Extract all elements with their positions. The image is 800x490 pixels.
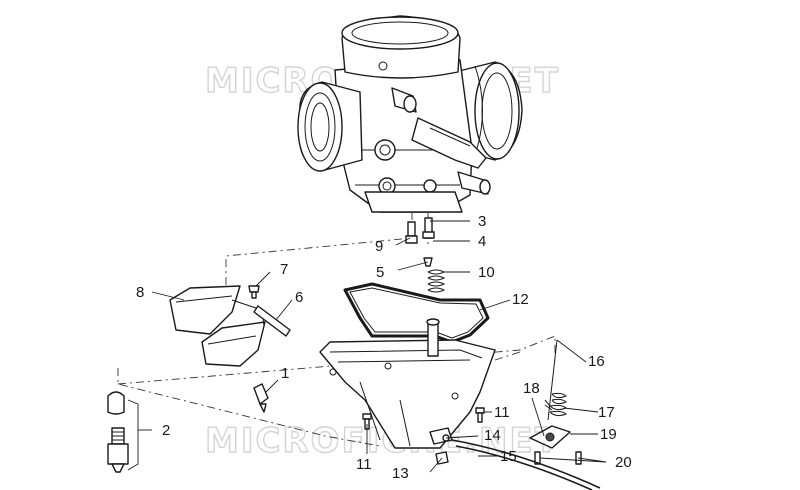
drain-hose-15: [451, 439, 601, 490]
callout-3: 3: [478, 213, 486, 230]
callout-19: 19: [600, 426, 617, 443]
callout-13: 13: [392, 465, 409, 482]
leader-lines: [138, 220, 607, 473]
callout-4: 4: [478, 233, 486, 250]
callout-8: 8: [136, 284, 144, 301]
callout-14: 14: [484, 427, 501, 444]
callout-6: 6: [295, 289, 303, 306]
float-bowl: [319, 318, 496, 449]
callout-10: 10: [478, 264, 495, 281]
callout-5: 5: [376, 264, 384, 281]
jet-4: [422, 217, 435, 239]
callout-9: 9: [375, 238, 383, 255]
callout-15: 15: [500, 448, 517, 465]
carburetor-body: [297, 15, 523, 213]
callout-17: 17: [598, 404, 615, 421]
callout-1: 1: [281, 365, 289, 382]
callout-2: 2: [162, 422, 170, 439]
screw-7: [248, 285, 260, 299]
bowl-gasket-12: [343, 282, 490, 344]
needle-spring-10: [427, 269, 446, 293]
needle-valve-1: [253, 383, 269, 413]
jet-9: [405, 221, 418, 244]
float-8: [169, 285, 266, 367]
screw-11-a: [475, 407, 485, 423]
callout-18: 18: [523, 380, 540, 397]
callout-20: 20: [615, 454, 632, 471]
air-screw-2: [107, 391, 139, 473]
callout-11-b: 11: [356, 456, 372, 473]
callout-11-a: 11: [494, 404, 510, 421]
callout-12: 12: [512, 291, 529, 308]
callout-16: 16: [588, 353, 605, 370]
callout-7: 7: [280, 261, 288, 278]
float-pin-6: [253, 305, 291, 337]
callout-labels: 3 4 9 5 10 12 7 8 6 1 2 16 18 17 19 20 1…: [136, 213, 632, 482]
